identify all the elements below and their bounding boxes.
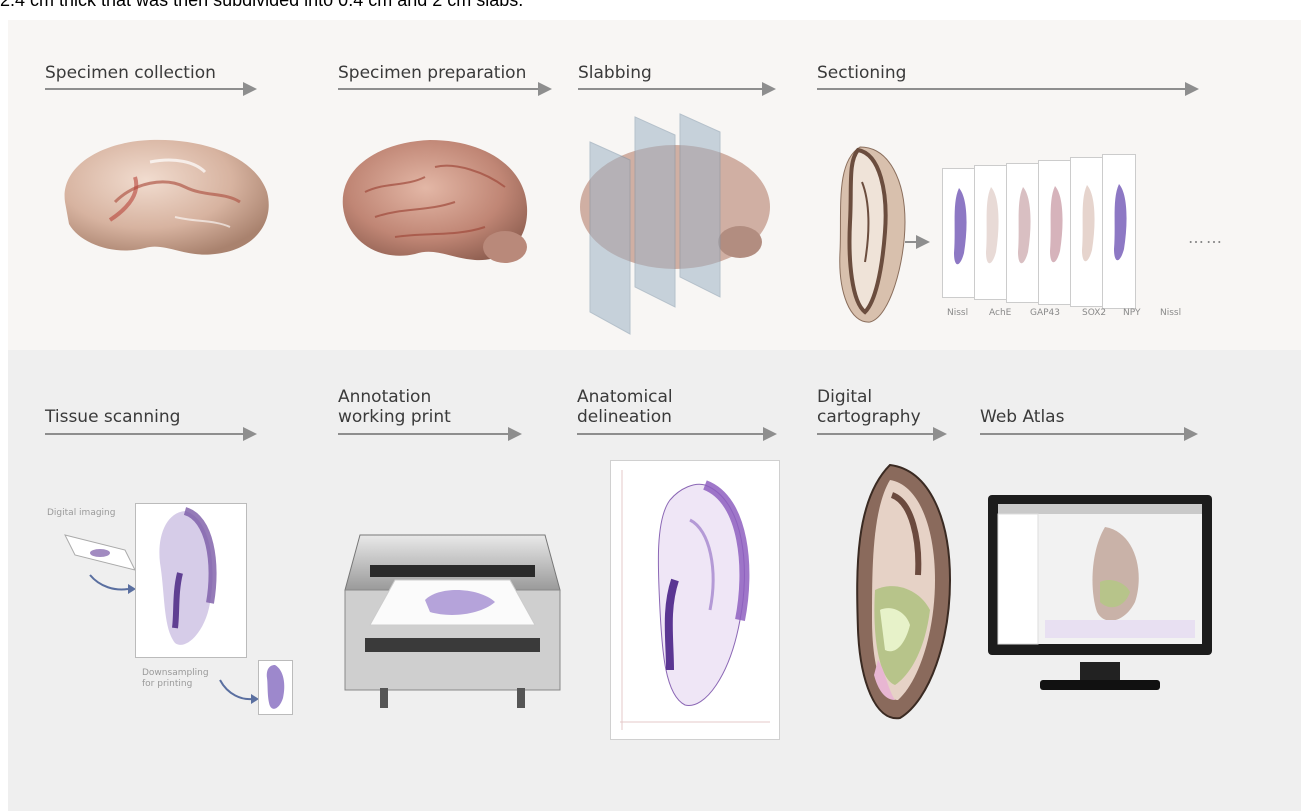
cartography-map-illustration — [850, 460, 960, 725]
section-slide-nissl — [942, 168, 976, 298]
digital-imaging-note: Digital imaging — [47, 508, 115, 519]
scanned-section-image — [135, 503, 247, 658]
downsampled-section-thumbnail — [258, 660, 293, 715]
fresh-brain-illustration — [55, 132, 275, 262]
section-slide-gap43 — [1006, 163, 1040, 303]
step-slabbing: Slabbing — [578, 63, 652, 83]
arrow-slabbing — [578, 82, 776, 96]
figure-caption: 2.4 cm thick that was then subdivided in… — [0, 0, 523, 11]
arrow-digital-cartography — [817, 427, 947, 441]
stain-label: AchE — [989, 308, 1011, 318]
step-web-atlas: Web Atlas — [980, 407, 1064, 427]
arrow-tissue-scanning — [45, 427, 257, 441]
section-slide-npy — [1070, 157, 1104, 307]
step-specimen-preparation: Specimen preparation — [338, 63, 526, 83]
stain-label: Nissl — [1160, 308, 1181, 318]
section-slide-ache — [974, 165, 1008, 300]
stain-label: GAP43 — [1030, 308, 1060, 318]
stain-label: SOX2 — [1082, 308, 1106, 318]
section-slide-nissl-2 — [1102, 154, 1136, 309]
arrow-sectioning — [817, 82, 1199, 96]
stain-label: Nissl — [947, 308, 968, 318]
printer-illustration — [340, 520, 565, 710]
scanner-slide-icon — [60, 525, 140, 595]
slabbing-illustration — [570, 112, 780, 337]
downsample-arrow-icon — [218, 675, 260, 705]
delineation-sheet — [610, 460, 780, 740]
step-specimen-collection: Specimen collection — [45, 63, 216, 83]
fixed-brain-illustration — [335, 132, 535, 272]
arrow-web-atlas — [980, 427, 1198, 441]
arrow-annotation-working-print — [338, 427, 522, 441]
section-slide-sox2 — [1038, 160, 1072, 305]
web-atlas-monitor — [985, 492, 1215, 697]
arrow-to-sections — [905, 235, 930, 249]
step-tissue-scanning: Tissue scanning — [45, 407, 180, 427]
arrow-specimen-preparation — [338, 82, 552, 96]
step-sectioning: Sectioning — [817, 63, 906, 83]
arrow-specimen-collection — [45, 82, 257, 96]
more-sections-ellipsis: …… — [1188, 228, 1224, 247]
stain-label: NPY — [1123, 308, 1140, 318]
tissue-block-illustration — [830, 142, 910, 327]
arrow-anatomical-delineation — [577, 427, 777, 441]
